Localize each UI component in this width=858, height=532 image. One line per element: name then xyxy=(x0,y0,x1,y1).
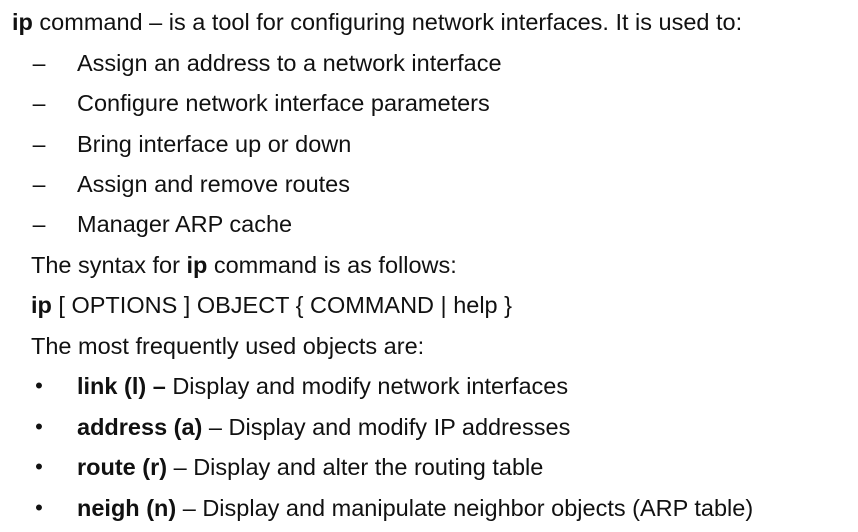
object-desc: Display and modify network interfaces xyxy=(165,373,569,399)
object-item-text: route (r) – Display and alter the routin… xyxy=(77,449,543,485)
use-item: – Assign and remove routes xyxy=(0,166,858,202)
objects-intro-line: The most frequently used objects are: xyxy=(31,328,424,364)
bullet-marker: • xyxy=(35,414,43,439)
object-item-text: neigh (n) – Display and manipulate neigh… xyxy=(77,490,753,526)
use-item-text: Assign and remove routes xyxy=(77,171,351,197)
object-term: link (l) – xyxy=(77,373,166,399)
dash-marker: – xyxy=(32,171,46,197)
use-item: – Bring interface up or down xyxy=(0,126,858,162)
object-desc: – Display and manipulate neighbor object… xyxy=(176,495,754,521)
bullet-marker: • xyxy=(35,495,43,520)
syntax-rest: [ OPTIONS ] OBJECT { COMMAND | help } xyxy=(51,292,512,318)
object-term: address (a) xyxy=(77,414,203,440)
dash-marker: – xyxy=(32,50,46,76)
bullet-marker: • xyxy=(35,373,43,398)
use-item-text: Configure network interface parameters xyxy=(77,90,490,116)
object-term: neigh (n) xyxy=(77,495,177,521)
bullet-marker: • xyxy=(35,454,43,479)
use-item: – Configure network interface parameters xyxy=(0,85,858,121)
intro-keyword: ip xyxy=(12,9,33,35)
use-item: – Manager ARP cache xyxy=(0,206,858,242)
object-desc: – Display and modify IP addresses xyxy=(202,414,571,440)
syntax-intro-keyword: ip xyxy=(186,252,208,278)
intro-line: ip command – is a tool for configuring n… xyxy=(12,4,742,40)
syntax-keyword: ip xyxy=(31,292,52,318)
syntax-line: ip [ OPTIONS ] OBJECT { COMMAND | help } xyxy=(31,287,512,323)
use-item-text: Bring interface up or down xyxy=(77,131,352,157)
syntax-intro-prefix: The syntax for xyxy=(31,252,187,278)
syntax-intro-line: The syntax for ip command is as follows: xyxy=(31,247,457,283)
objects-intro-text: The most frequently used objects are: xyxy=(31,333,425,359)
use-item-text: Assign an address to a network interface xyxy=(77,50,502,76)
dash-marker: – xyxy=(32,90,46,116)
dash-marker: – xyxy=(32,131,46,157)
object-item-text: address (a) – Display and modify IP addr… xyxy=(77,409,570,445)
syntax-intro-suffix: command is as follows: xyxy=(207,252,457,278)
intro-text: command – is a tool for configuring netw… xyxy=(32,9,743,35)
object-item: • link (l) – Display and modify network … xyxy=(0,368,858,404)
object-item-text: link (l) – Display and modify network in… xyxy=(77,368,568,404)
use-item-text: Manager ARP cache xyxy=(77,211,293,237)
dash-marker: – xyxy=(32,211,46,237)
object-desc: – Display and alter the routing table xyxy=(167,454,544,480)
object-term: route (r) xyxy=(77,454,168,480)
object-item: • neigh (n) – Display and manipulate nei… xyxy=(0,490,858,526)
object-item: • route (r) – Display and alter the rout… xyxy=(0,449,858,485)
object-item: • address (a) – Display and modify IP ad… xyxy=(0,409,858,445)
use-item: – Assign an address to a network interfa… xyxy=(0,45,858,81)
